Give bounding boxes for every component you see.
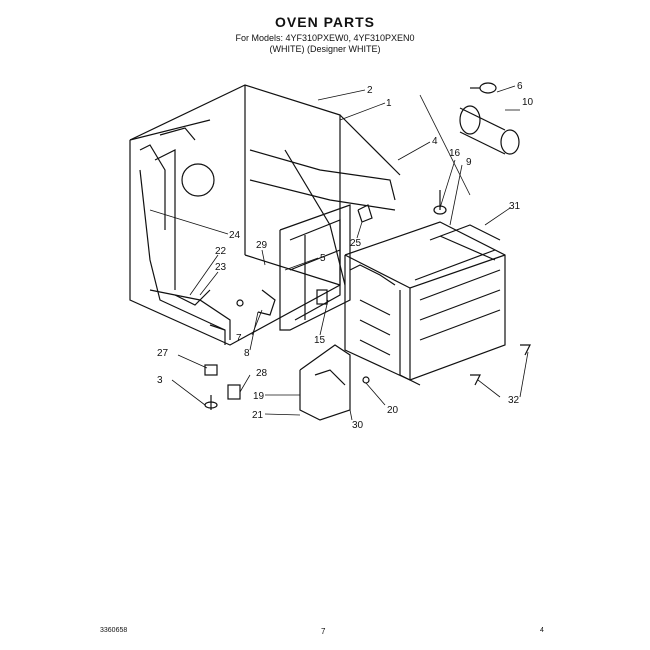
- page-title: OVEN PARTS: [275, 14, 375, 30]
- callout-31: 31: [509, 201, 521, 212]
- callout-30: 30: [352, 420, 364, 431]
- oven-cavity: [344, 221, 506, 386]
- light-socket-assembly: [459, 82, 520, 155]
- callout-7: 7: [236, 333, 242, 344]
- oven-shell: [129, 84, 401, 346]
- callout-9: 9: [466, 157, 472, 168]
- callout-24: 24: [229, 230, 241, 241]
- callout-2: 2: [367, 85, 373, 96]
- document-code: 3360658: [100, 627, 128, 634]
- callout-leaders: [149, 85, 529, 421]
- callout-5: 5: [320, 253, 326, 264]
- callout-10: 10: [522, 97, 534, 108]
- callout-labels: 1 2 3 4 5 6 7 8 9 10 15 16 19 20 21 22 2…: [157, 81, 534, 431]
- callout-4: 4: [432, 136, 438, 147]
- callout-25: 25: [350, 238, 362, 249]
- callout-32: 32: [508, 395, 520, 406]
- callout-19: 19: [253, 391, 265, 402]
- color-variants: (WHITE) (Designer WHITE): [269, 44, 381, 54]
- callout-23: 23: [215, 262, 227, 273]
- callout-8: 8: [244, 348, 250, 359]
- callout-6: 6: [517, 81, 523, 92]
- callout-1: 1: [386, 98, 392, 109]
- callout-3: 3: [157, 375, 163, 386]
- page-number: 7: [321, 627, 326, 636]
- callout-29: 29: [256, 240, 268, 251]
- callout-28: 28: [256, 368, 268, 379]
- small-parts: [174, 190, 531, 410]
- callout-16: 16: [449, 148, 461, 159]
- broiler-element: [299, 344, 351, 421]
- callout-22: 22: [215, 246, 227, 257]
- oven-frame-bracket: [279, 204, 351, 331]
- callout-20: 20: [387, 405, 399, 416]
- callout-21: 21: [252, 410, 264, 421]
- callout-15: 15: [314, 335, 326, 346]
- corner-mark: 4: [540, 627, 544, 634]
- callout-27: 27: [157, 348, 169, 359]
- model-numbers: For Models: 4YF310PXEW0, 4YF310PXEN0: [235, 33, 415, 43]
